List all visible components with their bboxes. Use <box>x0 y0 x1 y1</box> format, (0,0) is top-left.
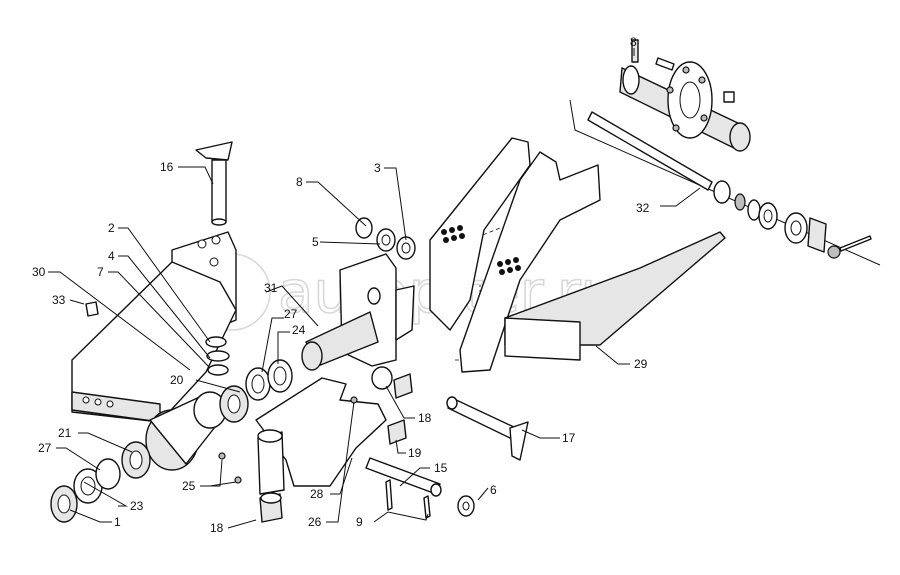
callout-8-top: 8 <box>630 35 637 49</box>
callout-31: 31 <box>264 281 278 295</box>
bearings-left <box>50 385 249 523</box>
callout-16: 16 <box>160 160 174 174</box>
seals-middle <box>245 359 293 401</box>
callout-25: 25 <box>182 479 196 493</box>
callout-2: 2 <box>108 221 115 235</box>
callout-1: 1 <box>114 515 121 529</box>
spindle-31 <box>301 217 416 445</box>
callout-33: 33 <box>52 293 66 307</box>
leader-lines <box>48 48 701 529</box>
callout-23: 23 <box>130 499 144 513</box>
callout-19: 19 <box>408 446 422 460</box>
callout-9: 9 <box>356 515 363 529</box>
callout-7: 7 <box>97 265 104 279</box>
callout-24: 24 <box>292 323 306 337</box>
callout-8: 8 <box>296 175 303 189</box>
callout-21: 21 <box>58 426 72 440</box>
callout-27-mid: 27 <box>284 307 298 321</box>
callout-5: 5 <box>312 235 319 249</box>
main-arm-30 <box>71 261 237 471</box>
pin-15 <box>365 457 475 519</box>
callout-28: 28 <box>310 487 324 501</box>
callout-27-left: 27 <box>38 441 52 455</box>
callout-15: 15 <box>434 461 448 475</box>
callout-4: 4 <box>108 249 115 263</box>
callout-29: 29 <box>634 357 648 371</box>
callout-18-right: 18 <box>418 411 432 425</box>
callout-3: 3 <box>374 161 381 175</box>
callout-17: 17 <box>562 431 576 445</box>
callout-20: 20 <box>170 373 184 387</box>
callout-labels: 16 2 4 7 30 33 20 21 27 23 1 25 18 27 24… <box>32 35 650 535</box>
callout-6: 6 <box>490 483 497 497</box>
callout-26: 26 <box>308 515 322 529</box>
pin-17 <box>446 396 529 461</box>
shaft-assembly-32 <box>569 39 881 266</box>
frame-arms <box>429 137 726 373</box>
callout-32: 32 <box>636 201 650 215</box>
callout-18-bottom: 18 <box>210 521 224 535</box>
callout-30: 30 <box>32 265 46 279</box>
seals-2-4-7 <box>205 336 230 376</box>
